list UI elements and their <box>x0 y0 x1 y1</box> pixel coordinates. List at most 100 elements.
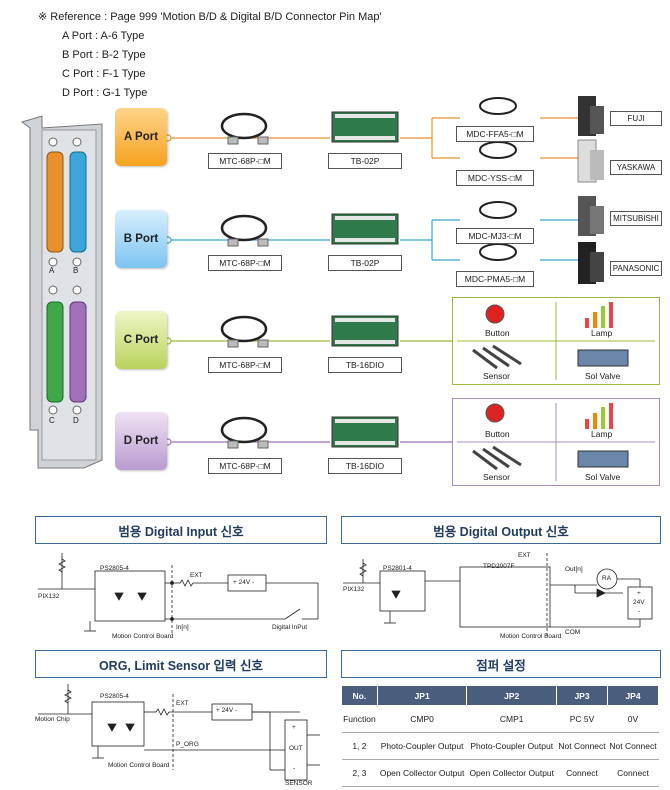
org-pin: Motion Chip <box>35 716 70 723</box>
port-b: B Port <box>115 210 167 268</box>
din-ic: PS2805-4 <box>100 565 129 572</box>
section-jumper: 점퍼 설정 <box>341 650 661 678</box>
table-row: Function CMP0 CMP1 PC 5V 0V <box>341 705 659 733</box>
wiring-diagram <box>20 96 604 469</box>
bracket-label-d: D <box>73 416 79 425</box>
jumper-header-row: No. JP1 JP2 JP3 JP4 <box>341 685 659 706</box>
digital-input-schematic <box>38 553 319 635</box>
org-24v: + 24V - <box>216 707 238 714</box>
org-board: Motion Control Board <box>108 762 170 769</box>
section-digital-input: 범용 Digital Input 신호 <box>35 516 327 544</box>
cable-label-b: MTC-68P-□M <box>208 255 282 271</box>
jumper-cell: Photo-Coupler Output <box>377 732 467 760</box>
reference-line: ※ Reference : Page 999 'Motion B/D & Dig… <box>38 11 382 23</box>
org-sensor: SENSOR <box>285 780 313 787</box>
brand-yaskawa: YASKAWA <box>610 160 662 175</box>
reference-port-c: C Port : F-1 Type <box>62 68 146 80</box>
device-lamp-c: Lamp <box>591 328 613 338</box>
org-porg: P_ORG <box>176 741 199 748</box>
cable-label-c: MTC-68P-□M <box>208 357 282 373</box>
device-lamp-d: Lamp <box>591 429 613 439</box>
jumper-cell: Connect <box>556 759 608 787</box>
dout-ra: RA <box>602 575 612 582</box>
dout-driver: TPD2007F <box>483 563 515 570</box>
din-24v: + 24V - <box>233 579 255 586</box>
dout-ext: EXT <box>518 552 531 559</box>
dout-com: COM <box>565 629 581 636</box>
pci-bracket <box>20 115 103 469</box>
port-d: D Port <box>115 412 167 470</box>
jumper-cell: Photo-Coupler Output <box>466 732 557 760</box>
org-sensor-minus: - <box>293 765 296 772</box>
din-pin: PIX132 <box>38 593 60 600</box>
jumper-header: JP1 <box>376 685 468 706</box>
section-org-limit: ORG, Limit Sensor 입력 신호 <box>35 650 327 678</box>
port-c: C Port <box>115 311 167 369</box>
dout-24v-plus: + <box>637 590 641 597</box>
terminal-label-b: TB-02P <box>328 255 402 271</box>
terminal-label-c: TB-16DIO <box>328 357 402 373</box>
dout-out: Out[n] <box>565 566 583 573</box>
cable-icons <box>220 112 268 444</box>
servo-cable-mitsubishi: MDC-MJ3-□M <box>456 228 534 244</box>
device-button-c: Button <box>485 328 510 338</box>
jumper-cell: 2, 3 <box>341 759 378 787</box>
table-row: 2, 3 Open Collector Output Open Collecto… <box>341 759 659 787</box>
jumper-header: JP4 <box>607 685 659 706</box>
device-valve-d: Sol Valve <box>585 472 621 482</box>
device-sensor-c: Sensor <box>483 371 510 381</box>
din-board: Motion Control Board <box>112 633 174 640</box>
reference-port-d: D Port : G-1 Type <box>62 87 148 99</box>
terminal-label-d: TB-16DIO <box>328 458 402 474</box>
servo-cable-fuji: MDC-FFA5-□M <box>456 126 534 142</box>
table-row: 1, 2 Photo-Coupler Output Photo-Coupler … <box>341 732 659 760</box>
org-ext: EXT <box>176 700 189 707</box>
jumper-cell: Not Connect <box>607 732 659 760</box>
jumper-cell: Connect <box>607 759 659 787</box>
jumper-header: JP3 <box>556 685 608 706</box>
org-limit-schematic <box>38 684 320 781</box>
device-box-d: Button Lamp Sensor Sol Valve <box>452 398 660 486</box>
bracket-label-a: A <box>49 266 55 275</box>
din-ext: EXT <box>190 572 203 579</box>
dout-ic: PS2801-4 <box>383 565 412 572</box>
brand-fuji: FUJI <box>610 111 662 126</box>
device-sensor-d: Sensor <box>483 472 510 482</box>
terminal-label-a: TB-02P <box>328 153 402 169</box>
cable-label-d: MTC-68P-□M <box>208 458 282 474</box>
device-box-c: Button Lamp Sensor Sol Valve <box>452 297 660 385</box>
servo-cable-yaskawa: MDC-YSS-□M <box>456 170 534 186</box>
device-button-d: Button <box>485 429 510 439</box>
jumper-table: No. JP1 JP2 JP3 JP4 Function CMP0 CMP1 P… <box>341 685 659 787</box>
org-sensor-out: OUT <box>289 745 303 752</box>
servo-cable-panasonic: MDC-PMA5-□M <box>456 271 534 287</box>
dout-pin: PIX132 <box>343 586 365 593</box>
jumper-cell: PC 5V <box>556 705 608 733</box>
jumper-cell: Open Collector Output <box>377 759 467 787</box>
din-switch: Digital InPut <box>272 624 308 631</box>
dout-board: Motion Control Board <box>500 633 562 640</box>
reference-port-a: A Port : A-6 Type <box>62 30 145 42</box>
reference-port-b: B Port : B-2 Type <box>62 49 146 61</box>
din-in: In[n] <box>176 624 189 631</box>
section-digital-output: 범용 Digital Output 신호 <box>341 516 661 544</box>
jumper-header: No. <box>341 685 378 706</box>
cable-label-a: MTC-68P-□M <box>208 153 282 169</box>
dout-24v: 24V <box>633 599 645 606</box>
port-a: A Port <box>115 108 167 166</box>
jumper-cell: CMP1 <box>466 705 557 733</box>
jumper-cell: Not Connect <box>556 732 608 760</box>
reference-block: ※ Reference : Page 999 'Motion B/D & Dig… <box>38 8 382 103</box>
jumper-header: JP2 <box>466 685 558 706</box>
org-ic: PS2805-4 <box>100 693 129 700</box>
bracket-label-c: C <box>49 416 55 425</box>
brand-panasonic: PANASONIC <box>610 261 662 276</box>
jumper-cell: Function <box>341 705 378 733</box>
jumper-cell: 0V <box>607 705 659 733</box>
servo-drive-icons <box>577 96 604 284</box>
jumper-cell: Open Collector Output <box>466 759 557 787</box>
jumper-cell: CMP0 <box>377 705 467 733</box>
terminal-board-icons <box>331 111 399 448</box>
device-valve-c: Sol Valve <box>585 371 621 381</box>
brand-mitsubishi: MITSUBISHI <box>610 211 662 226</box>
